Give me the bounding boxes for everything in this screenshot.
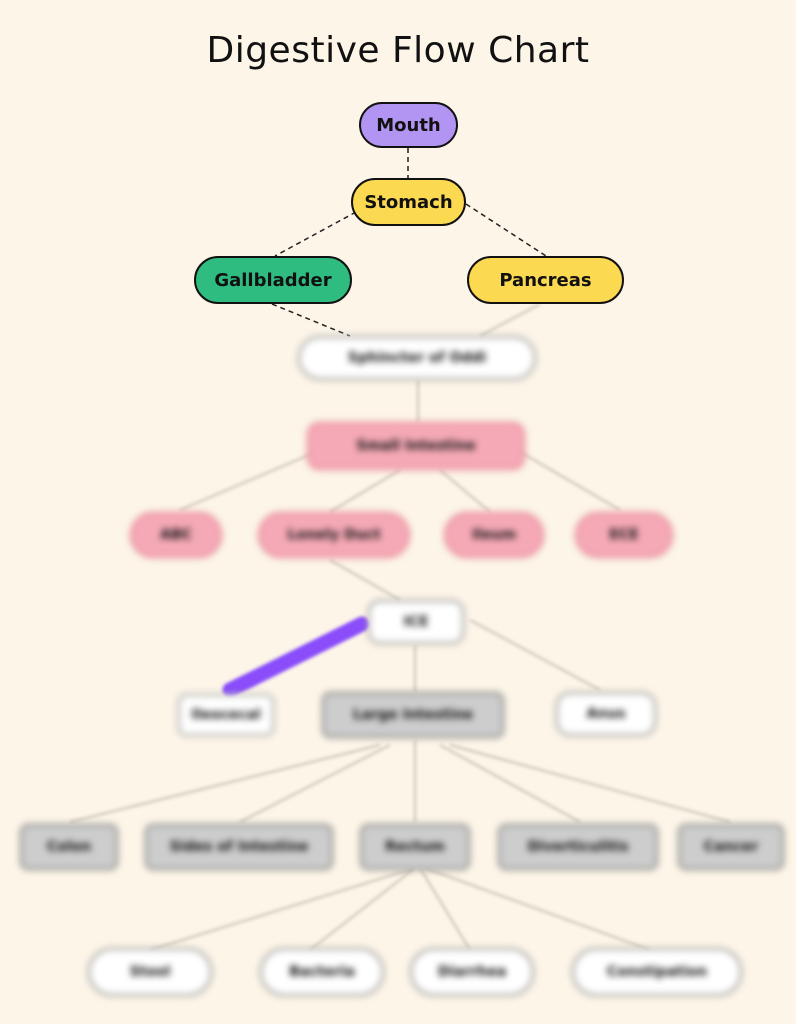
node-pancreas[interactable]: Pancreas	[467, 256, 624, 304]
node-label: Stomach	[364, 191, 453, 213]
node-label: Bacteria	[289, 964, 355, 980]
node-label: Small Intestine	[356, 438, 476, 454]
node-label: Diverticulitis	[527, 839, 629, 855]
node-b1[interactable]: Stool	[88, 948, 212, 996]
node-label: ICE	[403, 614, 429, 630]
node-label: Lonely Duct	[287, 527, 381, 543]
node-g5[interactable]: Cancer	[678, 824, 784, 870]
node-c[interactable]: Ileum	[444, 512, 544, 558]
node-label: Constipation	[606, 964, 708, 980]
node-l1[interactable]: Ileocecal	[178, 694, 274, 736]
node-label: Sphincter of Oddi	[347, 350, 487, 366]
node-gallbladder[interactable]: Gallbladder	[194, 256, 352, 304]
node-label: Ileum	[471, 527, 517, 543]
node-label: Anus	[586, 706, 626, 722]
node-label: ABC	[160, 527, 192, 543]
node-b[interactable]: Lonely Duct	[258, 512, 410, 558]
node-g4[interactable]: Diverticulitis	[498, 824, 658, 870]
node-g3[interactable]: Rectum	[360, 824, 470, 870]
node-small-intestine[interactable]: Small Intestine	[307, 422, 525, 470]
node-label: Colon	[46, 839, 92, 855]
node-label: ECE	[609, 527, 639, 543]
node-b4[interactable]: Constipation	[572, 948, 742, 996]
node-label: Mouth	[376, 114, 441, 136]
node-a[interactable]: ABC	[130, 512, 222, 558]
node-label: Gallbladder	[214, 269, 332, 291]
node-label: Rectum	[385, 839, 445, 855]
edge-stomach-pancreas	[465, 203, 547, 257]
node-label: Large Intestine	[352, 707, 474, 723]
node-label: Stool	[129, 964, 171, 980]
node-sphincter[interactable]: Sphincter of Oddi	[298, 336, 536, 380]
node-large-intestine[interactable]: Large Intestine	[322, 692, 504, 738]
node-mouth[interactable]: Mouth	[359, 102, 458, 148]
node-b2[interactable]: Bacteria	[260, 948, 384, 996]
node-g2[interactable]: Sides of Intestine	[145, 824, 333, 870]
node-b3[interactable]: Diarrhea	[410, 948, 534, 996]
node-label: Ileocecal	[191, 707, 261, 723]
edge-stomach-gallbladder	[274, 211, 357, 257]
node-g1[interactable]: Colon	[20, 824, 118, 870]
node-stomach[interactable]: Stomach	[351, 178, 466, 226]
node-label: Pancreas	[499, 269, 592, 291]
node-label: Diarrhea	[437, 964, 507, 980]
edge-gallbladder-sphincter	[271, 303, 351, 337]
node-label: Sides of Intestine	[169, 839, 309, 855]
node-l3[interactable]: Anus	[556, 692, 656, 736]
node-label: Cancer	[703, 839, 759, 855]
page-title: Digestive Flow Chart	[206, 30, 590, 71]
highlight-stroke	[222, 616, 370, 698]
node-ice[interactable]: ICE	[368, 600, 464, 644]
node-d[interactable]: ECE	[575, 512, 673, 558]
